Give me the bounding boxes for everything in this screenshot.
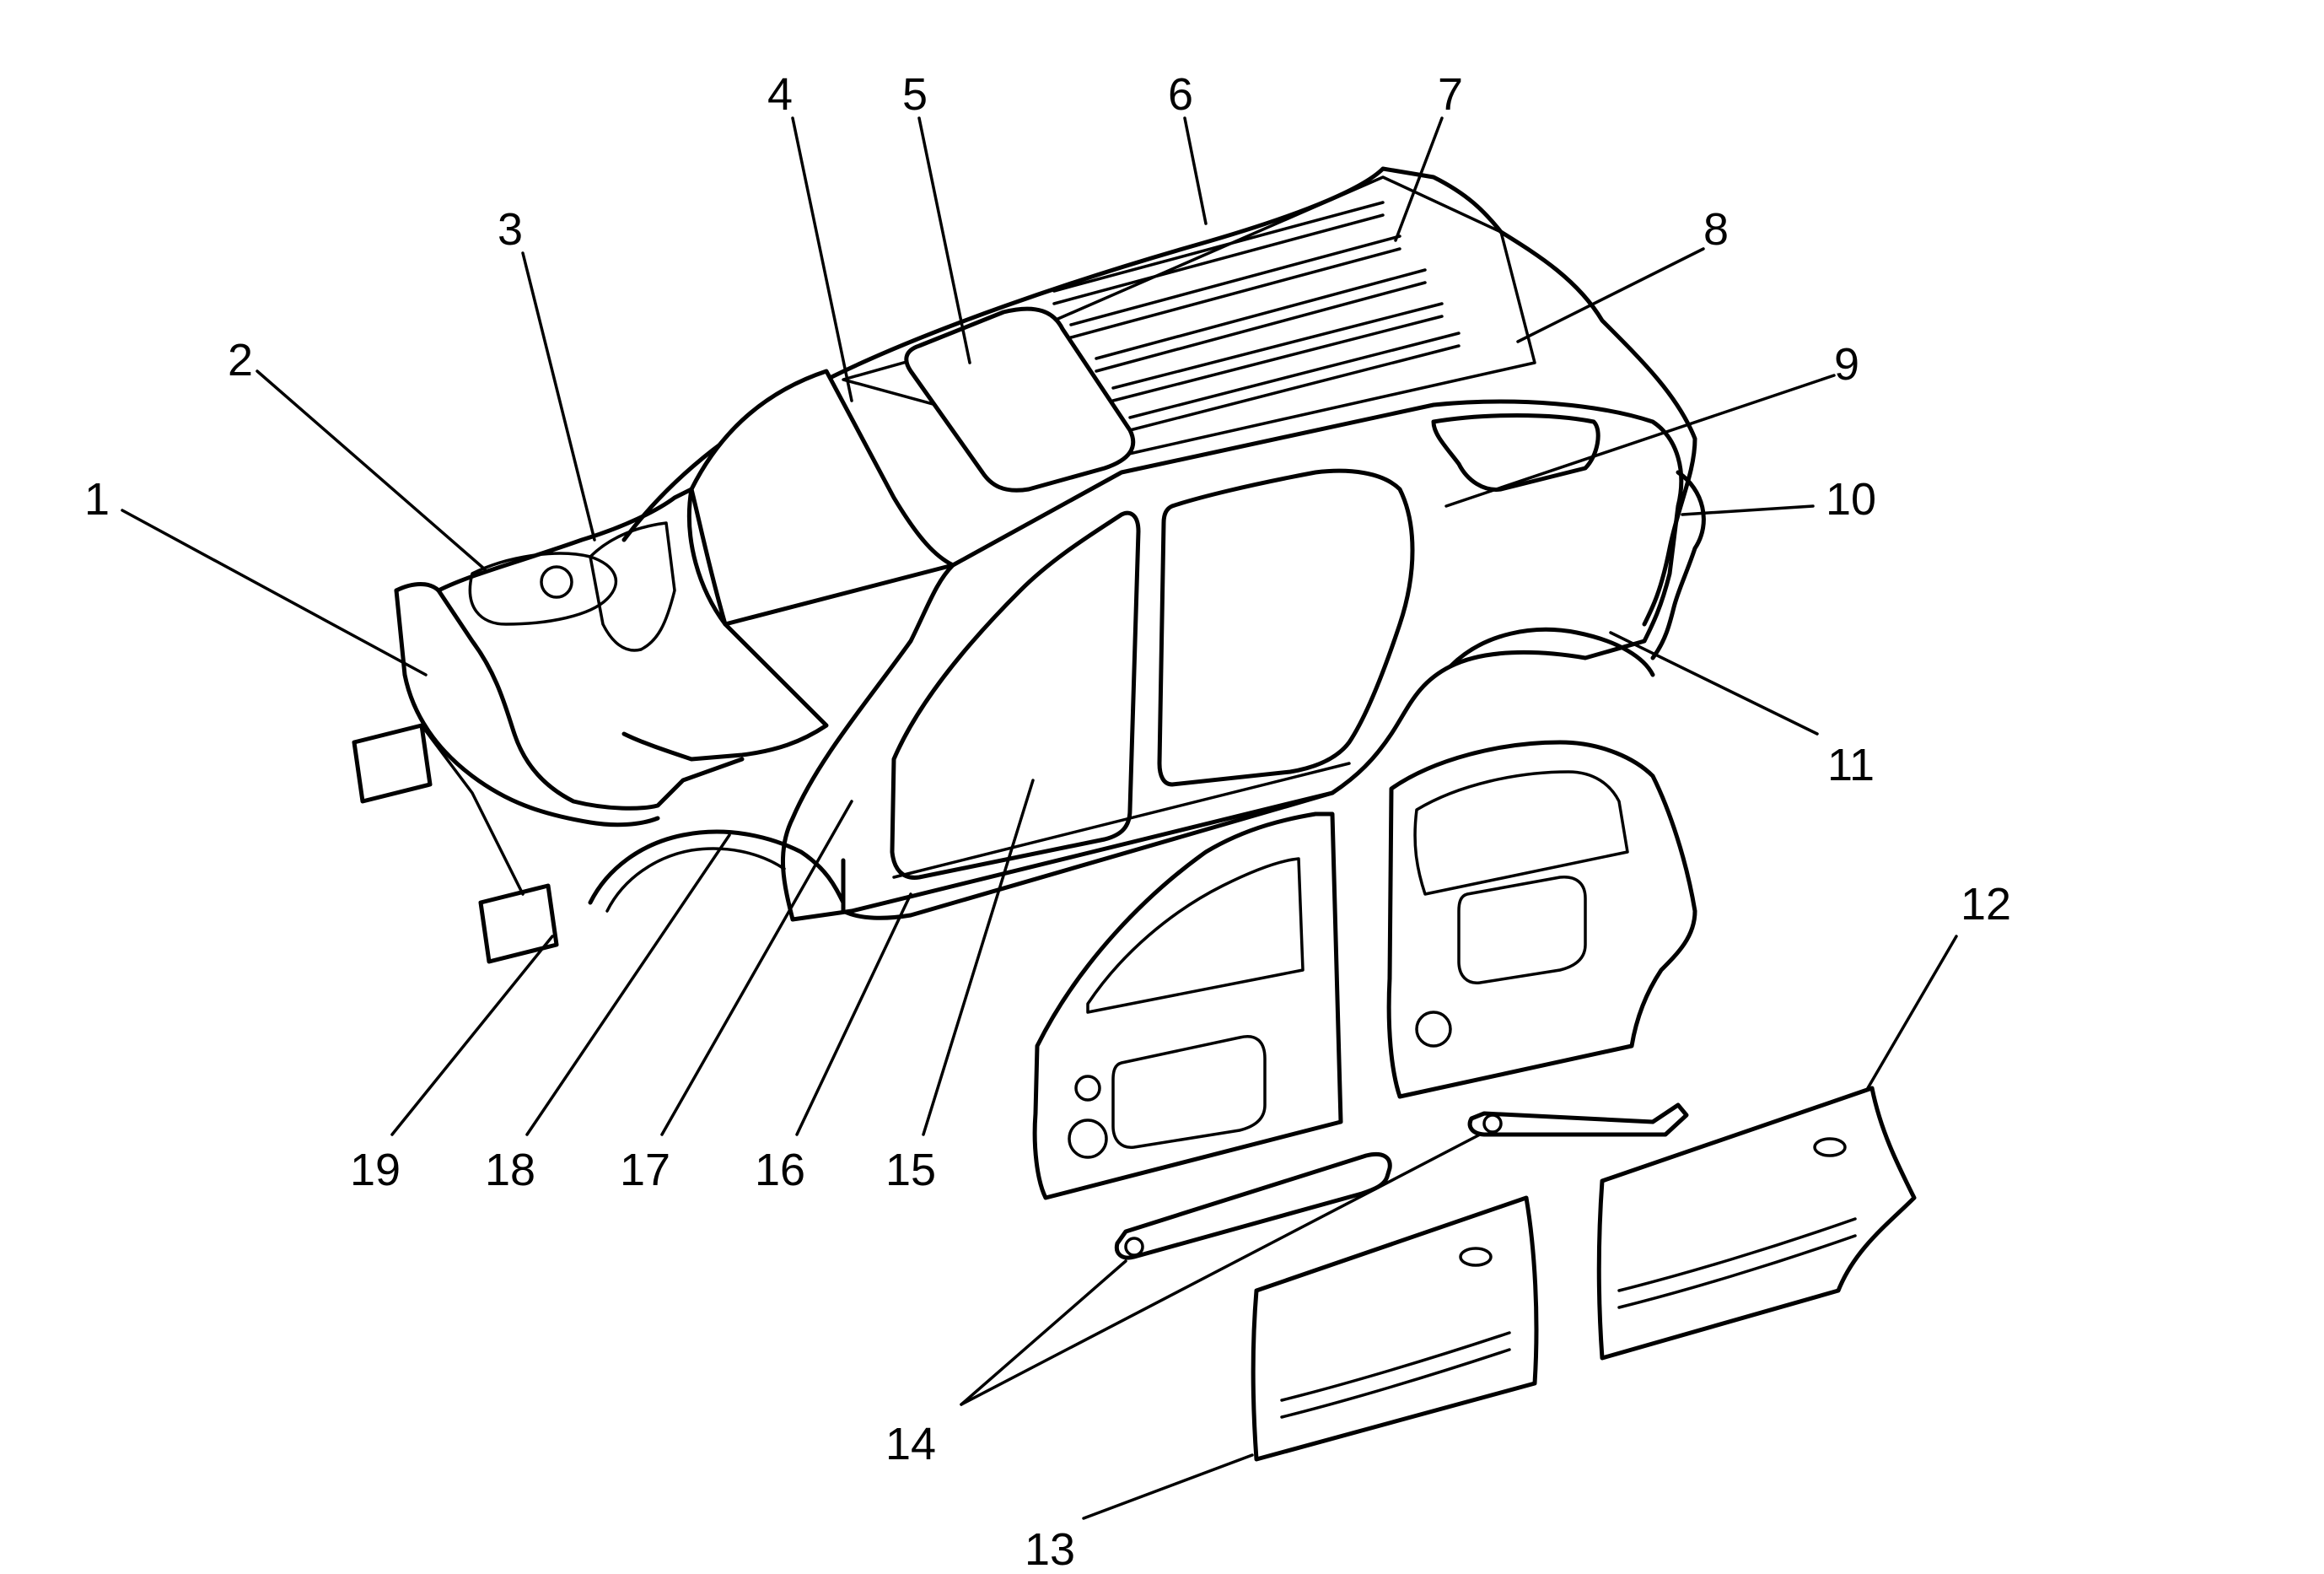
callout-11: 11 — [1827, 740, 1875, 790]
front-door-opening — [890, 510, 1141, 880]
callout-19: 19 — [350, 1145, 401, 1195]
leader-17 — [660, 800, 853, 1136]
callout-13: 13 — [1025, 1524, 1075, 1574]
front-door-latch-hole — [1074, 1075, 1101, 1102]
rear-door-inner — [1386, 740, 1697, 1099]
leader-19 — [390, 935, 554, 1136]
quarter-window — [1431, 413, 1600, 492]
callout-8: 8 — [1703, 204, 1729, 255]
callout-12: 12 — [1961, 879, 2011, 930]
rear-door-opening — [1157, 468, 1415, 787]
leader-16 — [795, 892, 912, 1136]
leader-10 — [1681, 504, 1815, 516]
callout-6: 6 — [1168, 69, 1193, 120]
shock-mount-hole — [540, 565, 573, 599]
front-rail — [394, 588, 660, 827]
leader-12 — [1866, 935, 1958, 1090]
body-shell — [621, 166, 1706, 922]
front-hinge-pillar-inner — [589, 521, 676, 652]
leader-13 — [1082, 1453, 1254, 1520]
callout-9: 9 — [1834, 339, 1859, 390]
leader-6 — [1183, 116, 1208, 225]
rear-door-inner-panel — [1386, 740, 1697, 1099]
callout-labels: 1 2 3 4 5 6 7 8 9 10 11 12 13 14 15 16 1… — [84, 69, 2011, 1574]
callout-16: 16 — [755, 1145, 805, 1195]
rear-door-handle — [1813, 1137, 1847, 1157]
callout-1: 1 — [84, 474, 110, 525]
leader-1 — [121, 509, 428, 676]
callout-3: 3 — [498, 204, 523, 255]
callout-4: 4 — [767, 69, 793, 120]
door-outer-panels — [1251, 1086, 1917, 1462]
leader-11 — [1609, 631, 1819, 736]
rear-beam-bolt — [1482, 1113, 1503, 1134]
front-door-inner — [1032, 811, 1343, 1200]
leader-2 — [256, 369, 487, 571]
sunroof-opening — [904, 306, 1136, 493]
leader-14a — [960, 1259, 1127, 1406]
rear-door-speaker-hole — [1415, 1011, 1452, 1048]
rear-door-access-hole — [1457, 876, 1587, 984]
rocker-panel — [841, 790, 1335, 920]
front-inner-panel — [394, 582, 745, 811]
leader-9 — [1444, 374, 1836, 508]
roof-rack — [1052, 201, 1461, 432]
front-bumper-bracket-upper — [352, 723, 433, 804]
callout-7: 7 — [1438, 69, 1463, 120]
leader-15 — [922, 779, 1035, 1136]
rear-door-window-frame — [1413, 770, 1629, 896]
front-door-window-frame — [1086, 857, 1305, 1014]
front-door-speaker-hole — [1068, 1119, 1108, 1159]
leader-14b — [960, 1133, 1482, 1406]
rear-panel — [1650, 470, 1706, 660]
leader-5 — [917, 116, 971, 364]
leader-18 — [525, 833, 731, 1136]
rear-wheelhouse — [1448, 627, 1655, 677]
front-bumper-bracket-lower — [478, 883, 559, 964]
front-door-outer-panel — [1251, 1195, 1539, 1462]
front-door-inner-panel — [1032, 811, 1343, 1200]
callout-5: 5 — [902, 69, 928, 120]
windshield — [686, 369, 955, 627]
body-side-upper — [780, 399, 1684, 922]
leader-3 — [521, 251, 596, 542]
leader-lines — [121, 116, 1958, 1520]
callout-2: 2 — [228, 335, 253, 385]
rear-door-impact-beam — [1467, 1102, 1689, 1137]
roof-outline — [621, 166, 1697, 627]
leader-8 — [1516, 247, 1705, 343]
dash-panel — [436, 487, 829, 762]
leader-7 — [1394, 116, 1444, 242]
leader-4 — [791, 116, 853, 402]
front-beam-bolt — [1124, 1237, 1144, 1257]
front-structure — [352, 487, 846, 964]
callout-18: 18 — [485, 1145, 535, 1195]
front-door-access-hole — [1111, 1035, 1267, 1149]
shock-tower — [468, 552, 617, 626]
front-door-handle — [1459, 1247, 1493, 1267]
callout-14: 14 — [885, 1419, 936, 1469]
callout-15: 15 — [885, 1145, 936, 1195]
callout-10: 10 — [1826, 474, 1876, 525]
front-wheelhouse — [588, 829, 846, 905]
callout-17: 17 — [620, 1145, 670, 1195]
